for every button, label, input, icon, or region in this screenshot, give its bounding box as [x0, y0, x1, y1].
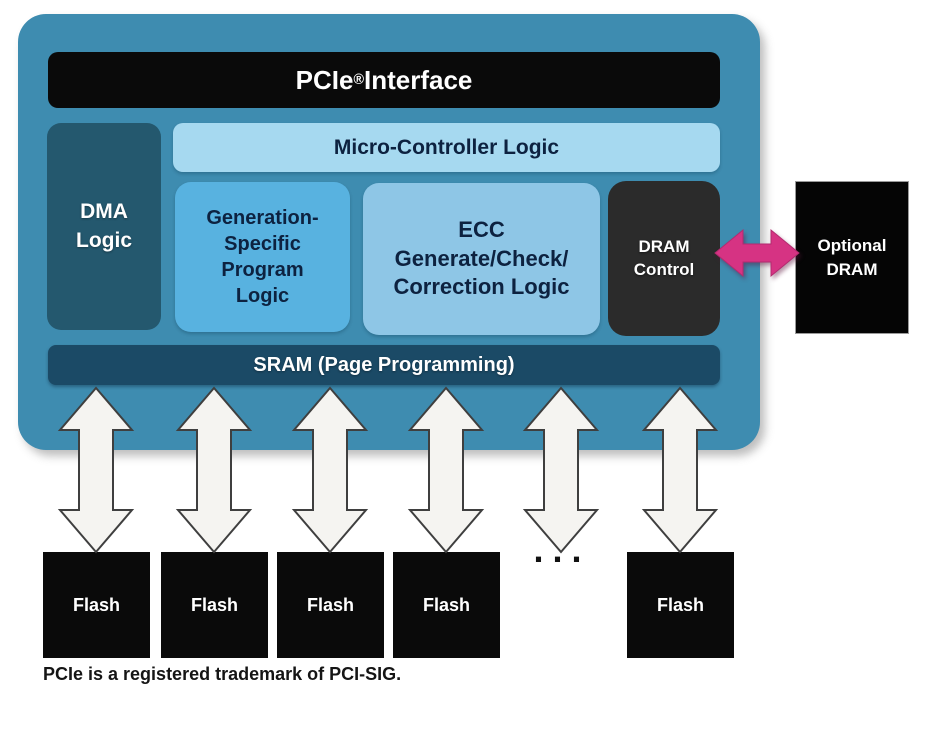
- pcie-interface-block: PCIe® Interface: [48, 52, 720, 108]
- flash-channel-arrow-icon: [174, 386, 254, 554]
- dram-control-block: DRAM Control: [608, 181, 720, 336]
- flash-block: Flash: [393, 552, 500, 658]
- flash-block: Flash: [43, 552, 150, 658]
- flash-channel-arrow-icon: [290, 386, 370, 554]
- dma-logic-block: DMA Logic: [47, 123, 161, 330]
- flash-channel-arrow-icon: [56, 386, 136, 554]
- micro-controller-logic-block: Micro-Controller Logic: [173, 123, 720, 172]
- dram-bidirectional-arrow-icon: [712, 225, 802, 281]
- generation-specific-program-logic-block: Generation- Specific Program Logic: [175, 182, 350, 332]
- flash-channel-arrow-icon: [406, 386, 486, 554]
- pcie-interface-label-suffix: Interface: [363, 64, 473, 95]
- flash-block: Flash: [627, 552, 734, 658]
- flash-channel-arrow-icon: [521, 386, 601, 554]
- trademark-footnote: PCIe is a registered trademark of PCI-SI…: [43, 664, 402, 684]
- ecc-logic-block: ECC Generate/Check/ Correction Logic: [363, 183, 600, 335]
- flash-block: Flash: [161, 552, 268, 658]
- flash-channel-arrow-icon: [640, 386, 720, 554]
- sram-block: SRAM (Page Programming): [48, 345, 720, 385]
- pcie-interface-label-prefix: PCIe: [295, 64, 354, 95]
- optional-dram-block: Optional DRAM: [795, 181, 909, 334]
- flash-block: Flash: [277, 552, 384, 658]
- controller-container: PCIe® Interface DMA Logic Micro-Controll…: [18, 14, 760, 450]
